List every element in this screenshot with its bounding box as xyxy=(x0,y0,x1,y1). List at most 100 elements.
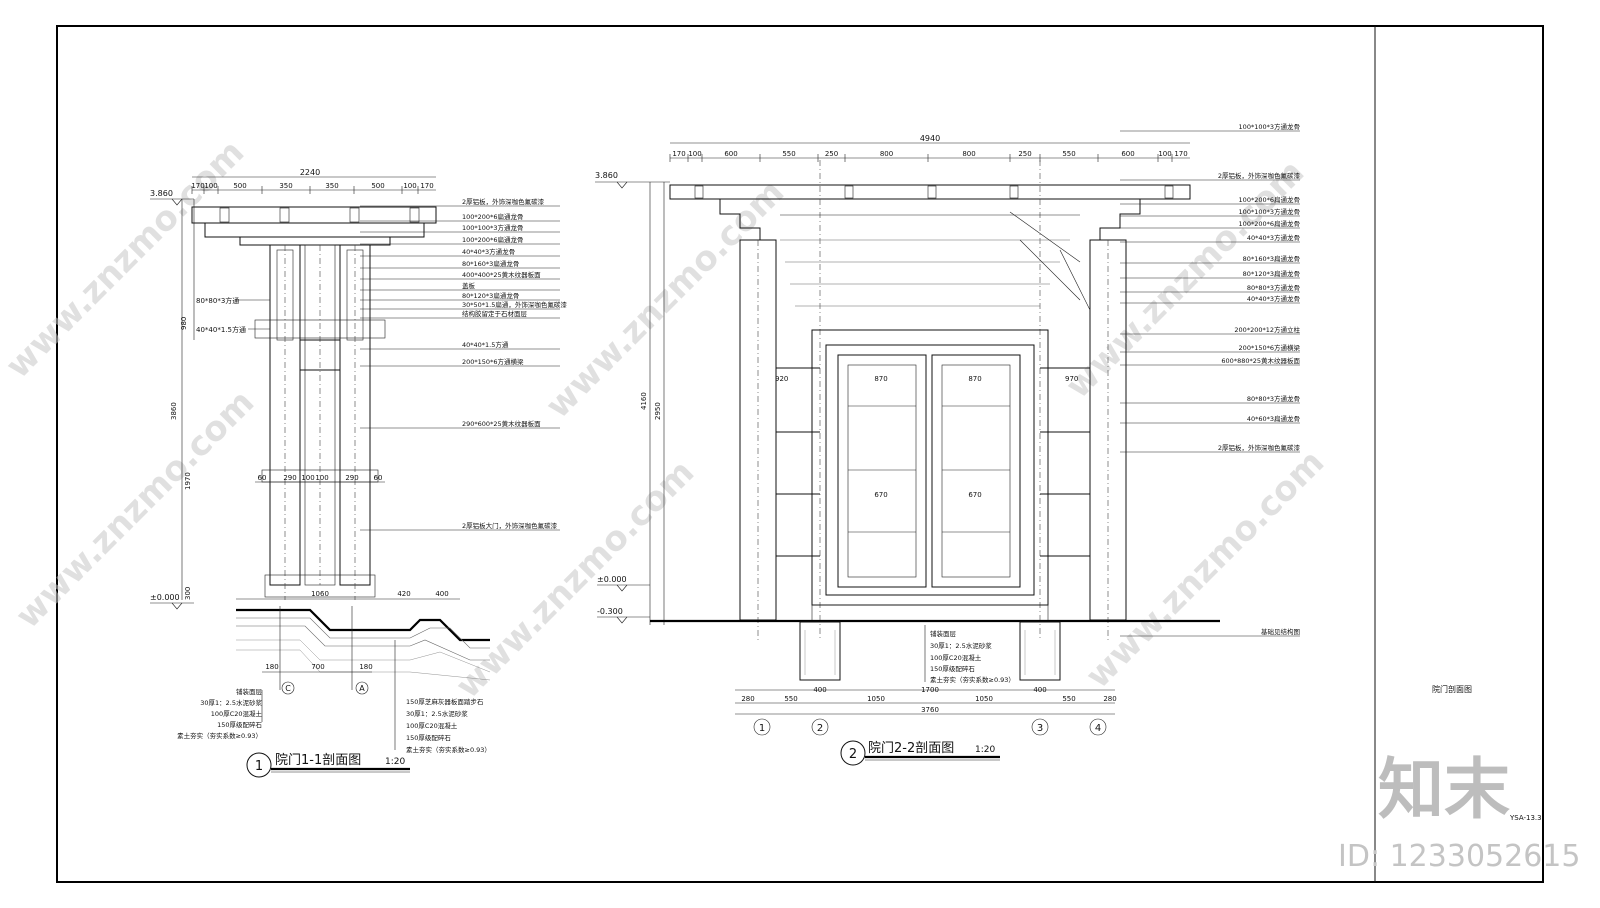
watermark-site-2: www.znzmo.com xyxy=(538,172,792,426)
s2-axis-label-3: 3 xyxy=(1037,723,1043,734)
s1-layers-left: 铺装面层30厚1：2.5水泥砂浆100厚C20混凝土150厚级配碎石素土夯实（夯… xyxy=(177,687,262,740)
s2-scale: 1:20 xyxy=(975,745,995,755)
s1-left-label-1: 80*80*3方通 xyxy=(196,296,239,305)
s2-axis-label-4: 4 xyxy=(1095,723,1101,734)
s1-callout-7: 盖板 xyxy=(462,281,476,290)
s1-axis-a xyxy=(355,681,369,695)
s1-dim-1970: 1970 xyxy=(184,472,192,490)
s2-callout-11: 200*150*6方通横梁 xyxy=(1239,343,1301,352)
drawing-code: YSA-13.3 xyxy=(1509,814,1542,822)
s2-layer-3: 150厚级配碎石 xyxy=(930,664,975,673)
s2-axis-3 xyxy=(1031,718,1049,736)
s1-callout-11: 40*40*1.5方通 xyxy=(462,340,509,349)
s1-ground-line xyxy=(236,608,490,642)
s2-callout-list: 100*100*3方通龙骨 2厚铝板，外饰深咖色氟碳漆 100*200*6扁通龙骨 1… xyxy=(1120,122,1301,637)
s2-title-circle xyxy=(840,740,866,766)
s2-callout-0: 100*100*3方通龙骨 xyxy=(1239,122,1300,131)
s1-callout-8: 80*120*3扁通龙骨 xyxy=(462,291,519,300)
s1-layers-right: 150厚芝麻灰器板面踏步石30厚1：2.5水泥砂浆100厚C20混凝土150厚级… xyxy=(406,697,491,754)
s1-mid-dim-2: 100 xyxy=(301,474,314,482)
s1-layer-left-3: 150厚级配碎石 xyxy=(217,720,262,729)
s2-top-dim-4: 250 xyxy=(825,150,838,158)
s2-layer-2: 100厚C20混凝土 xyxy=(930,653,982,662)
s2-footing-left xyxy=(799,621,841,681)
s1-layer-left-0: 铺装面层 xyxy=(236,687,263,696)
s1-layer-right-1: 30厚1：2.5水泥砂浆 xyxy=(406,709,468,718)
s1-callout-list: 2厚铝板，外饰深咖色氟碳漆 100*200*6扁通龙骨 100*100*3方通龙骨 1… xyxy=(360,197,567,531)
s2-top-dim-2: 600 xyxy=(724,150,737,158)
s2-callout-10: 200*200*12方通立柱 xyxy=(1234,325,1300,334)
s1-base-dim-2: 420 xyxy=(397,590,410,598)
s1-top-dim-7: 170 xyxy=(420,182,433,190)
s2-side-dim-right: 970 xyxy=(1065,375,1078,383)
s1-base-dim-3: 400 xyxy=(435,590,448,598)
s2-dim-4160: 4160 xyxy=(640,392,648,410)
s1-title: 院门1-1剖面图 xyxy=(275,753,361,768)
s2-axis-label-2: 2 xyxy=(817,723,823,734)
s2-bottom-dim-3: 1050 xyxy=(867,695,885,703)
s1-callout-3: 100*200*6扁通龙骨 xyxy=(462,235,523,244)
watermark-site-4: www.znzmo.com xyxy=(8,382,262,636)
watermark-site-6: www.znzmo.com xyxy=(1078,442,1332,696)
s2-callout-8: 80*80*3方通龙骨 xyxy=(1247,283,1300,292)
s2-bottom-dim-1: 550 xyxy=(784,695,797,703)
s2-elev-low: -0.300 xyxy=(597,607,623,616)
s2-door-leaf-right xyxy=(931,354,1021,588)
s2-callout-2: 100*200*6扁通龙骨 xyxy=(1239,195,1300,204)
watermark-brand: 知末 xyxy=(1378,751,1510,828)
s1-elev-ground: ±0.000 xyxy=(150,593,180,602)
s2-bottom-dim-5: 1050 xyxy=(975,695,993,703)
s1-axis-dim-1: 180 xyxy=(265,663,278,671)
watermark-layer: www.znzmo.com www.znzmo.com www.znzmo.co… xyxy=(0,132,1580,874)
s2-dim-2950: 2950 xyxy=(654,402,662,420)
s1-callout-9: 30*50*1.5扁通，外饰深咖色氟碳漆 xyxy=(462,300,567,309)
s2-callout-4: 100*200*6扁通龙骨 xyxy=(1239,219,1300,228)
title-block: 院门剖面图 YSA-13.3 xyxy=(1432,684,1542,822)
sheet-border xyxy=(56,25,1544,883)
s2-elev-top: 3.860 xyxy=(595,171,618,180)
s2-layer-0: 铺装面层 xyxy=(930,629,957,638)
s2-layer-4: 素土夯实（夯实系数≥0.93） xyxy=(930,675,1015,684)
s2-elev-ground: ±0.000 xyxy=(597,575,627,584)
s2-top-dim-6: 800 xyxy=(962,150,975,158)
s2-top-dim-5: 800 xyxy=(880,150,893,158)
s1-overall-width: 2240 xyxy=(300,168,320,177)
s2-side-slats xyxy=(776,367,1090,557)
s1-left-label-2: 40*40*1.5方通 xyxy=(196,325,246,334)
s1-top-beam xyxy=(191,206,437,224)
s2-top-dim-8: 550 xyxy=(1062,150,1075,158)
s1-title-circle xyxy=(246,752,272,778)
drawing-name: 院门剖面图 xyxy=(1432,684,1472,694)
s1-dim-3860: 3860 xyxy=(170,402,178,420)
s1-axis-c xyxy=(281,681,295,695)
s2-overall-top: 4940 xyxy=(920,134,940,143)
s1-layer-right-2: 100厚C20混凝土 xyxy=(406,721,458,730)
s1-callout-10: 结构胶留定于石材面层 xyxy=(462,309,528,318)
s1-callout-2: 100*100*3方通龙骨 xyxy=(462,223,523,232)
s2-callout-13: 80*80*3方通龙骨 xyxy=(1247,394,1300,403)
s2-panel-dim-1: 870 xyxy=(874,375,887,383)
s1-top-dim-0: 170 xyxy=(191,182,204,190)
s1-callout-0: 2厚铝板，外饰深咖色氟碳漆 xyxy=(462,197,545,206)
s2-callout-14: 40*60*3扁通龙骨 xyxy=(1247,414,1300,423)
s1-layer-left-4: 素土夯实（夯实系数≥0.93） xyxy=(177,731,262,740)
s2-footing-right xyxy=(1019,621,1061,681)
s2-callout-1: 2厚铝板，外饰深咖色氟碳漆 xyxy=(1218,171,1301,180)
s2-top-dim-1: 100 xyxy=(688,150,701,158)
s1-callout-12: 200*150*6方通横梁 xyxy=(462,357,524,366)
s2-top-dim-3: 550 xyxy=(782,150,795,158)
s1-layer-left-2: 100厚C20混凝土 xyxy=(211,709,263,718)
s2-axis-2 xyxy=(811,718,829,736)
s1-mid-dim-5: 60 xyxy=(374,474,383,482)
s2-title: 院门2-2剖面图 xyxy=(868,741,954,756)
s1-callout-1: 100*200*6扁通龙骨 xyxy=(462,212,523,221)
s1-callout-13: 290*600*25黄木纹器板面 xyxy=(462,419,541,428)
s2-door-frame xyxy=(811,329,1049,606)
s2-top-dim-0: 170 xyxy=(672,150,685,158)
